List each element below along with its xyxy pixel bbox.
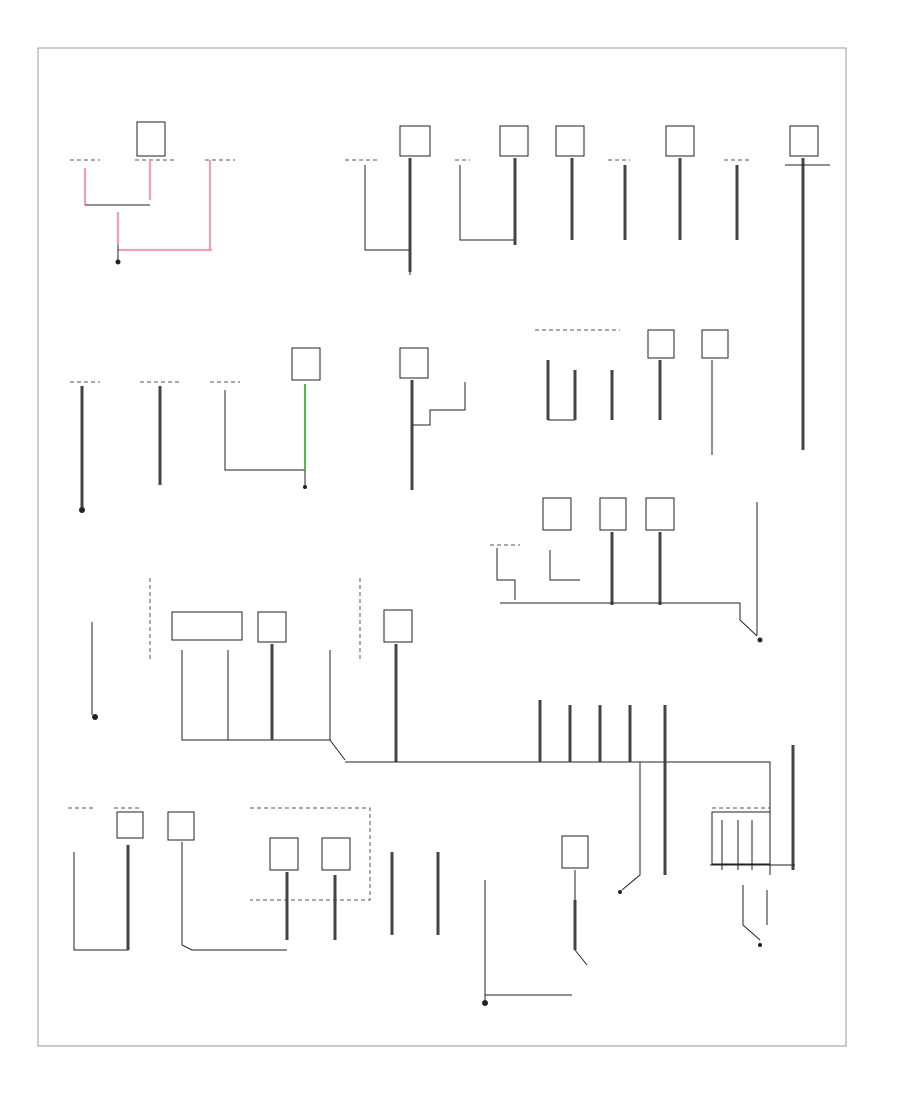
section-center-right (490, 497, 763, 643)
section-middle-center (399, 329, 729, 490)
component-box-icon (789, 125, 819, 157)
section-bottom-right (710, 745, 795, 947)
component-box-icon (542, 497, 572, 531)
section-bottom-left (68, 807, 371, 951)
component-box-icon (321, 837, 351, 871)
ground-symbol-icon (482, 1000, 488, 1006)
component-box-icon (291, 347, 321, 381)
section-middle-left (70, 347, 321, 513)
component-box-icon (561, 835, 589, 869)
component-box-icon (171, 611, 243, 641)
component-box-icon (647, 329, 675, 359)
splice-dot-icon (303, 485, 307, 489)
component-box-icon (555, 125, 585, 157)
component-box-icon (399, 347, 429, 379)
ground-symbol-icon (618, 890, 622, 894)
component-box-icon (116, 811, 144, 839)
component-box-icon (499, 125, 529, 157)
section-center-left (91, 578, 771, 894)
component-box-icon (645, 497, 675, 531)
component-box-icon (257, 611, 287, 643)
section-top-right (345, 125, 830, 450)
ground-symbol-icon (757, 637, 763, 643)
ground-symbol-icon (92, 714, 98, 720)
section-bottom-center (390, 835, 589, 1006)
component-box-icon (167, 811, 195, 841)
component-box-icon (711, 811, 771, 865)
section-top-left (70, 121, 235, 265)
splice-dot-icon (115, 259, 121, 265)
component-box-icon (701, 329, 729, 359)
component-box-icon (383, 609, 413, 643)
component-box-icon (136, 121, 166, 157)
component-box-icon (269, 837, 299, 871)
component-box-icon (399, 125, 431, 157)
component-box-icon (665, 125, 695, 157)
ground-symbol-icon (758, 943, 762, 947)
ground-symbol-icon (79, 507, 85, 513)
component-box-icon (599, 497, 627, 531)
diagram-frame (37, 47, 847, 1047)
